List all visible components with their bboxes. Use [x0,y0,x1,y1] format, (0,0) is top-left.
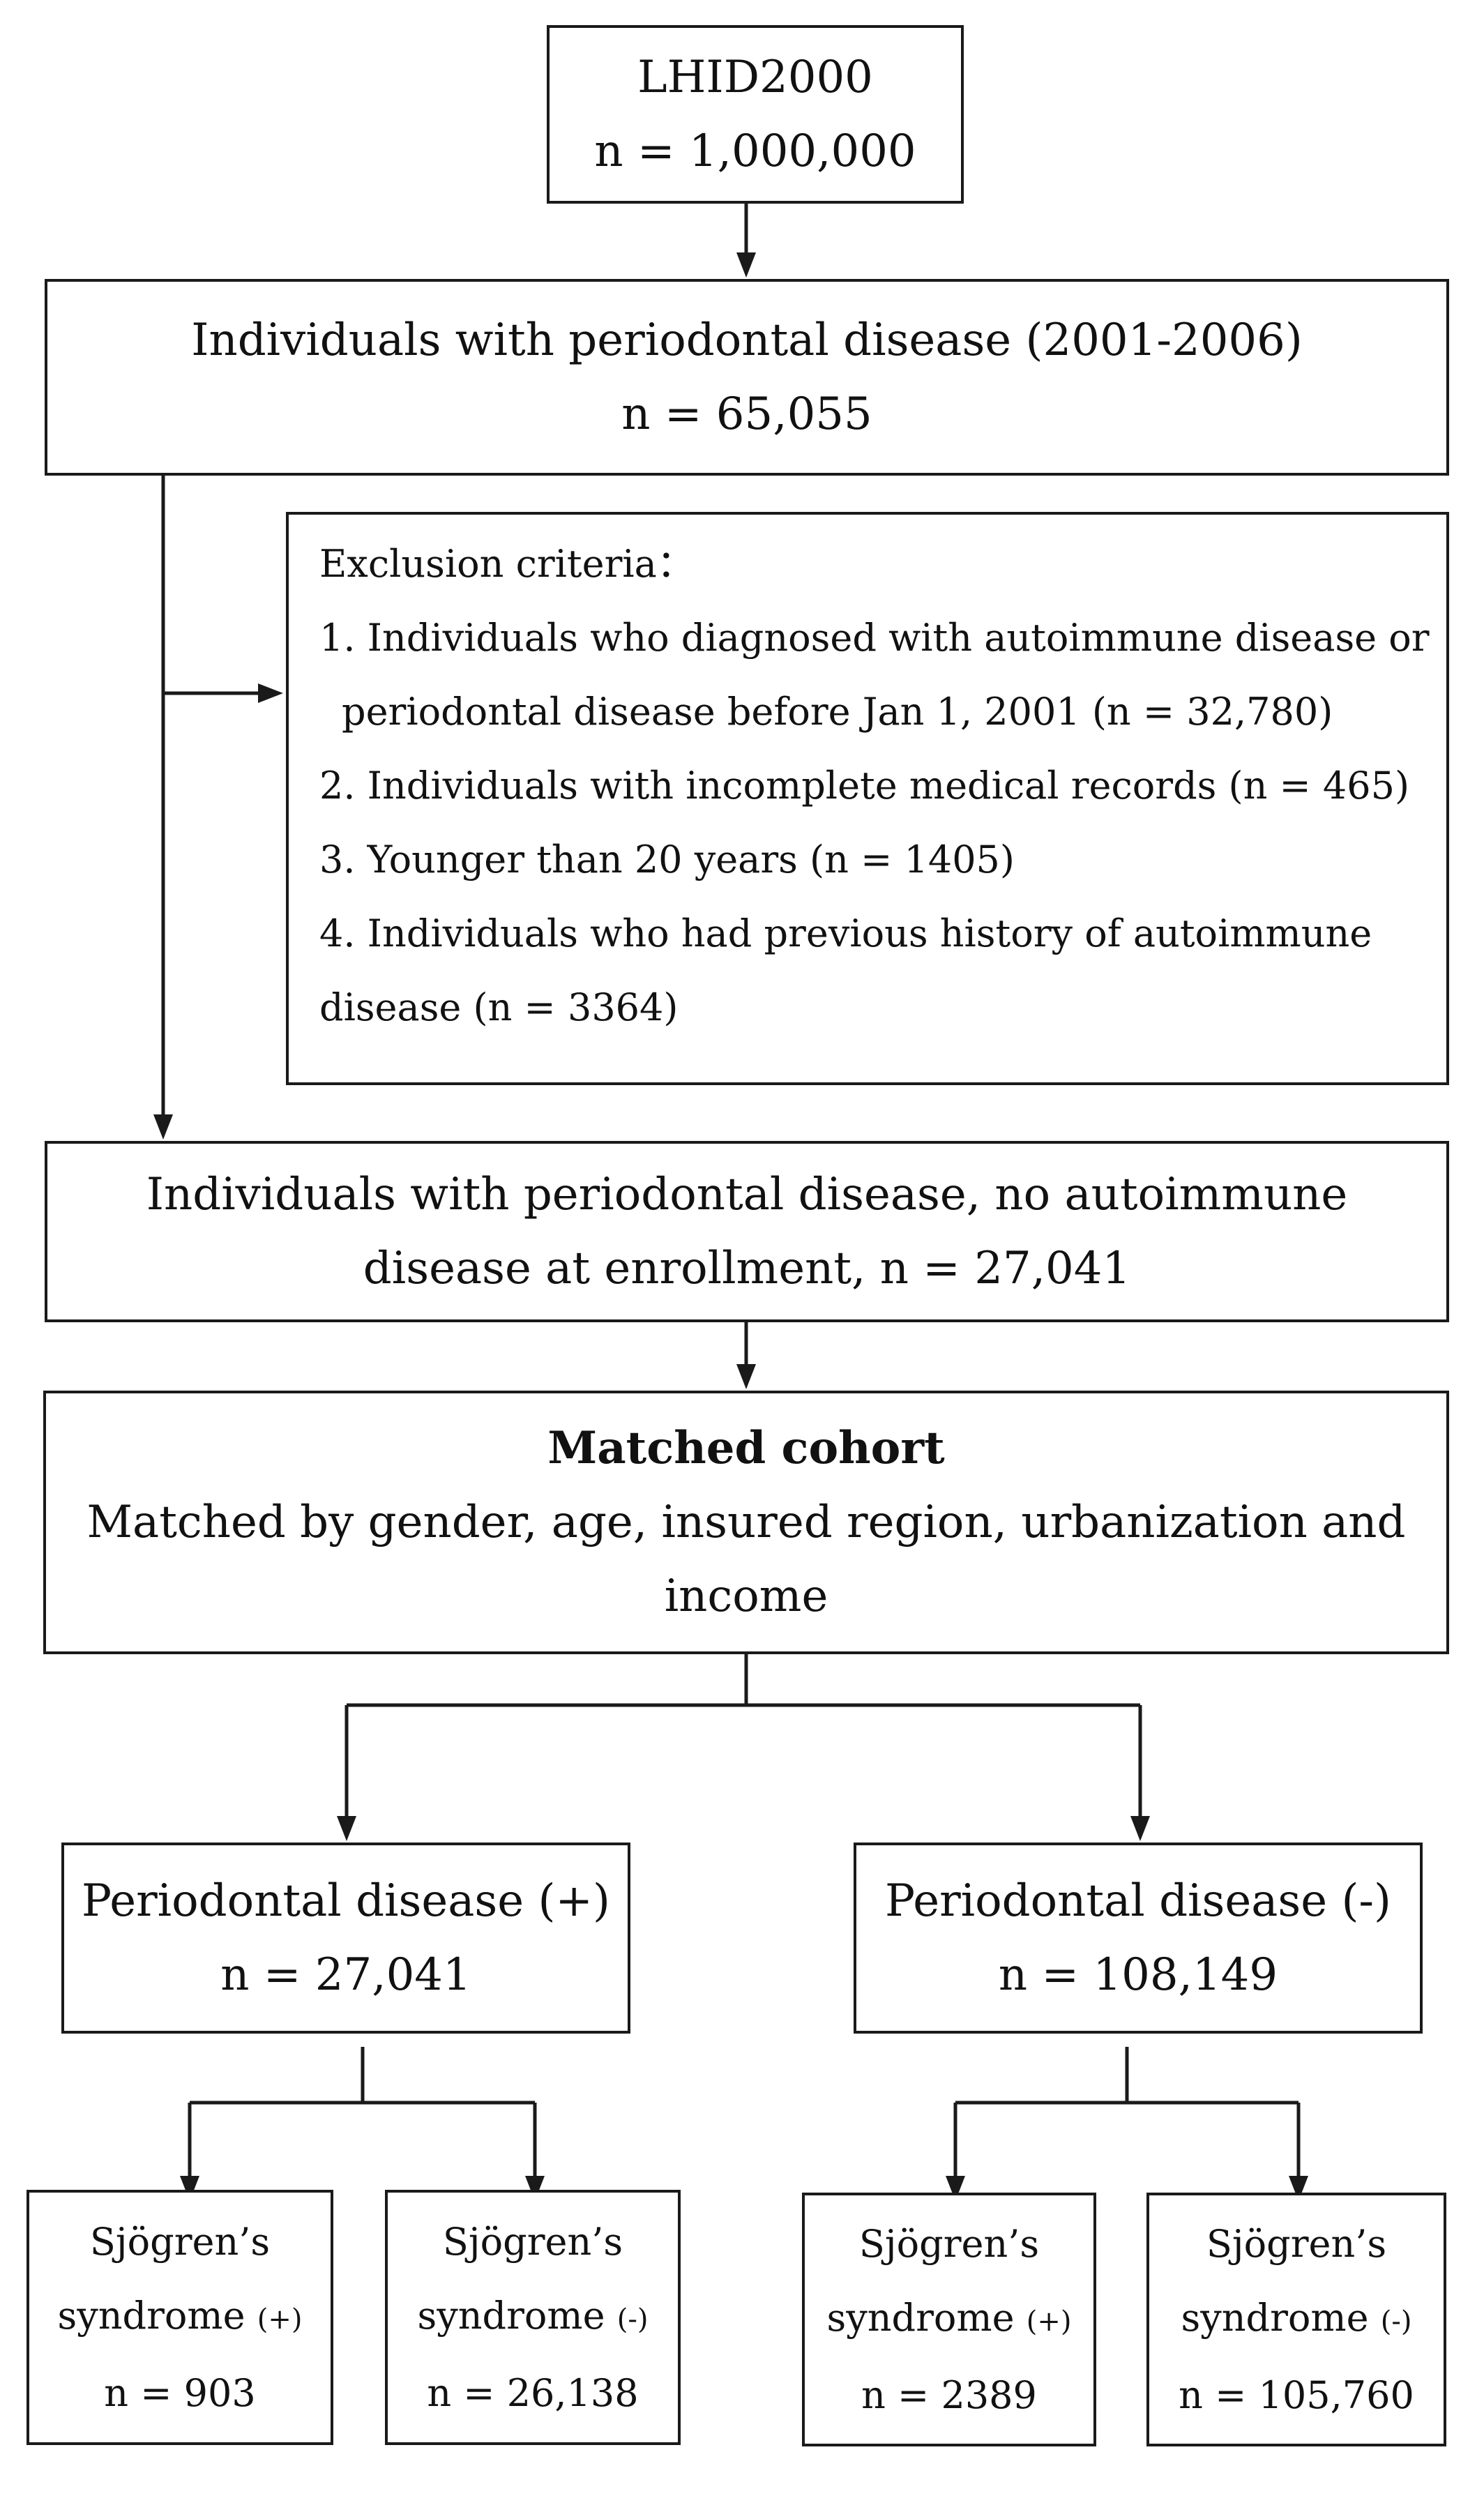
outcome-sjogren-positive-box: Sjögren’s syndrome (+) n = 2389 [802,2193,1096,2446]
outcome-count: n = 2389 [861,2373,1037,2417]
exclusion-item: 4. Individuals who had previous history … [319,911,1372,955]
outcome-name: Sjögren’s [858,2221,1040,2266]
group-periodontal-positive-box: Periodontal disease (+) n = 27,041 [61,1843,630,2034]
periodontal-box: Individuals with periodontal disease (20… [45,279,1449,476]
arrowhead-group-minus [1130,1816,1150,1841]
periodontal-count: n = 65,055 [621,388,872,440]
outcome-label: syndrome (+) [58,2279,303,2356]
outcome-sign: (-) [1380,2305,1412,2338]
outcome-name: Sjögren’s [442,2219,623,2264]
exclusion-item: 2. Individuals with incomplete medical r… [319,764,1410,808]
enrolled-line-1: Individuals with periodontal disease, no… [146,1169,1348,1220]
outcome-name: Sjögren’s [89,2219,271,2264]
exclusion-heading: Exclusion criteria： [319,542,695,586]
exclusion-item: 3. Younger than 20 years (n = 1405) [319,838,1015,882]
group-periodontal-negative-box: Periodontal disease (-) n = 108,149 [854,1843,1423,2034]
outcome-label: syndrome (+) [827,2281,1072,2359]
group-title: Periodontal disease (-) [885,1875,1391,1927]
outcome-word: syndrome [1181,2295,1369,2340]
outcome-sjogren-negative-box: Sjögren’s syndrome (-) n = 26,138 [385,2190,681,2445]
group-count: n = 108,149 [998,1949,1278,2001]
outcome-sign: (+) [257,2303,303,2336]
exclusion-criteria-box: Exclusion criteria： 1. Individuals who d… [286,512,1449,1085]
matched-cohort-box: Matched cohort Matched by gender, age, i… [43,1391,1449,1654]
arrowhead-periodontal [736,252,756,278]
outcome-name: Sjögren’s [1206,2221,1387,2266]
outcome-word: syndrome [826,2295,1015,2340]
arrowhead-outcome-4 [1289,2176,1308,2201]
arrowhead-outcome-3 [946,2176,965,2201]
outcome-sign: (+) [1026,2305,1072,2338]
arrowhead-exclusion [258,683,283,703]
group-count: n = 27,041 [220,1949,471,2001]
source-count: n = 1,000,000 [594,126,916,177]
outcome-count: n = 903 [104,2370,256,2415]
group-title: Periodontal disease (+) [82,1875,610,1927]
periodontal-title: Individuals with periodontal disease (20… [191,315,1303,366]
source-title: LHID2000 [637,52,873,103]
outcome-label: syndrome (-) [418,2279,649,2356]
outcome-count: n = 26,138 [427,2370,639,2415]
exclusion-item: disease (n = 3364) [319,985,679,1029]
source-database-box: LHID2000 n = 1,000,000 [547,25,964,204]
outcome-word: syndrome [417,2293,605,2338]
outcome-count: n = 105,760 [1179,2373,1414,2417]
outcome-sign: (-) [616,2303,649,2336]
matched-title: Matched cohort [547,1422,945,1474]
enrolled-line-2: disease at enrollment, n = 27,041 [363,1243,1131,1294]
exclusion-item: periodontal disease before Jan 1, 2001 (… [342,690,1333,734]
matched-line-1: Matched by gender, age, insured region, … [86,1497,1406,1548]
outcome-label: syndrome (-) [1181,2281,1412,2359]
arrowhead-outcome-1 [180,2176,199,2201]
arrowhead-enrolled [153,1114,173,1140]
outcome-word: syndrome [57,2293,245,2338]
enrolled-box: Individuals with periodontal disease, no… [45,1141,1449,1322]
outcome-sjogren-positive-box: Sjögren’s syndrome (+) n = 903 [26,2190,333,2445]
arrowhead-group-plus [337,1816,356,1841]
matched-line-2: income [664,1571,828,1622]
exclusion-item: 1. Individuals who diagnosed with autoim… [319,616,1430,660]
arrowhead-outcome-2 [525,2176,545,2201]
outcome-sjogren-negative-box: Sjögren’s syndrome (-) n = 105,760 [1146,2193,1446,2446]
arrowhead-matched [736,1364,756,1389]
